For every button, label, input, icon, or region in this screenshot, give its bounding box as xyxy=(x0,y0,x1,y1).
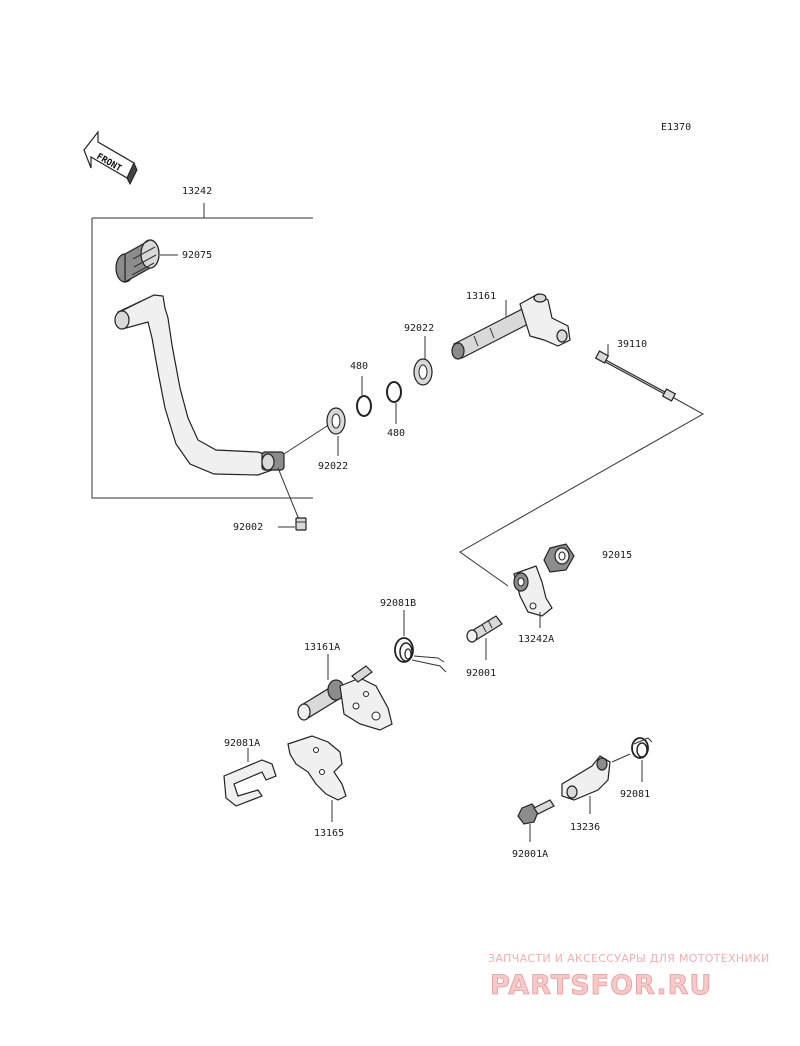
label-92001: 92001 xyxy=(466,668,496,679)
label-13161: 13161 xyxy=(466,291,496,302)
plate-13165 xyxy=(287,735,347,801)
label-39110: 39110 xyxy=(617,339,647,350)
shift-pedal-lever xyxy=(114,294,273,476)
label-92022-lower: 92022 xyxy=(318,461,348,472)
label-92075: 92075 xyxy=(182,250,212,261)
pin-92001 xyxy=(466,615,503,643)
diagram-code: E1370 xyxy=(661,122,691,133)
label-13161A: 13161A xyxy=(304,642,340,653)
pedal-assembly-frame xyxy=(91,203,313,499)
pedal-pivot-bolt xyxy=(261,451,285,471)
washer-92022-lower xyxy=(326,407,346,435)
shift-arm-13242A xyxy=(513,565,553,617)
circlip-480-a xyxy=(356,395,372,417)
label-92022-upper: 92022 xyxy=(404,323,434,334)
label-480-upper: 480 xyxy=(350,361,368,372)
collar-92015 xyxy=(543,543,575,573)
label-13242: 13242 xyxy=(182,186,212,197)
watermark-site: PARTSFOR.RU xyxy=(490,970,712,1001)
watermark: ЗАПЧАСТИ И АКСЕССУАРЫ ДЛЯ МОТОТЕХНИКИ PA… xyxy=(488,952,770,1001)
label-480-lower: 480 xyxy=(387,428,405,439)
washer-92022-upper xyxy=(413,358,433,386)
shift-shaft-13161A xyxy=(297,665,393,731)
shift-shaft-13161 xyxy=(451,293,571,360)
spring-92081 xyxy=(631,737,653,759)
label-13236: 13236 xyxy=(570,822,600,833)
bolt-92001A xyxy=(517,799,555,825)
lever-13236 xyxy=(561,755,611,801)
label-92081: 92081 xyxy=(620,789,650,800)
circlip-480-b xyxy=(386,381,402,403)
label-92015: 92015 xyxy=(602,550,632,561)
label-92002: 92002 xyxy=(233,522,263,533)
pedal-rubber-92075 xyxy=(115,239,160,284)
spring-92081B xyxy=(394,637,447,673)
label-92081A: 92081A xyxy=(224,738,260,749)
label-13165: 13165 xyxy=(314,828,344,839)
label-13242A: 13242A xyxy=(518,634,554,645)
label-92001A: 92001A xyxy=(512,849,548,860)
watermark-tagline: ЗАПЧАСТИ И АКСЕССУАРЫ ДЛЯ МОТОТЕХНИКИ xyxy=(488,952,770,965)
tie-rod-39110 xyxy=(594,350,677,402)
bolt-92002 xyxy=(295,517,307,531)
front-arrow-icon: FRONT xyxy=(83,130,138,186)
label-92081B: 92081B xyxy=(380,598,416,609)
clip-92081A xyxy=(223,759,277,807)
